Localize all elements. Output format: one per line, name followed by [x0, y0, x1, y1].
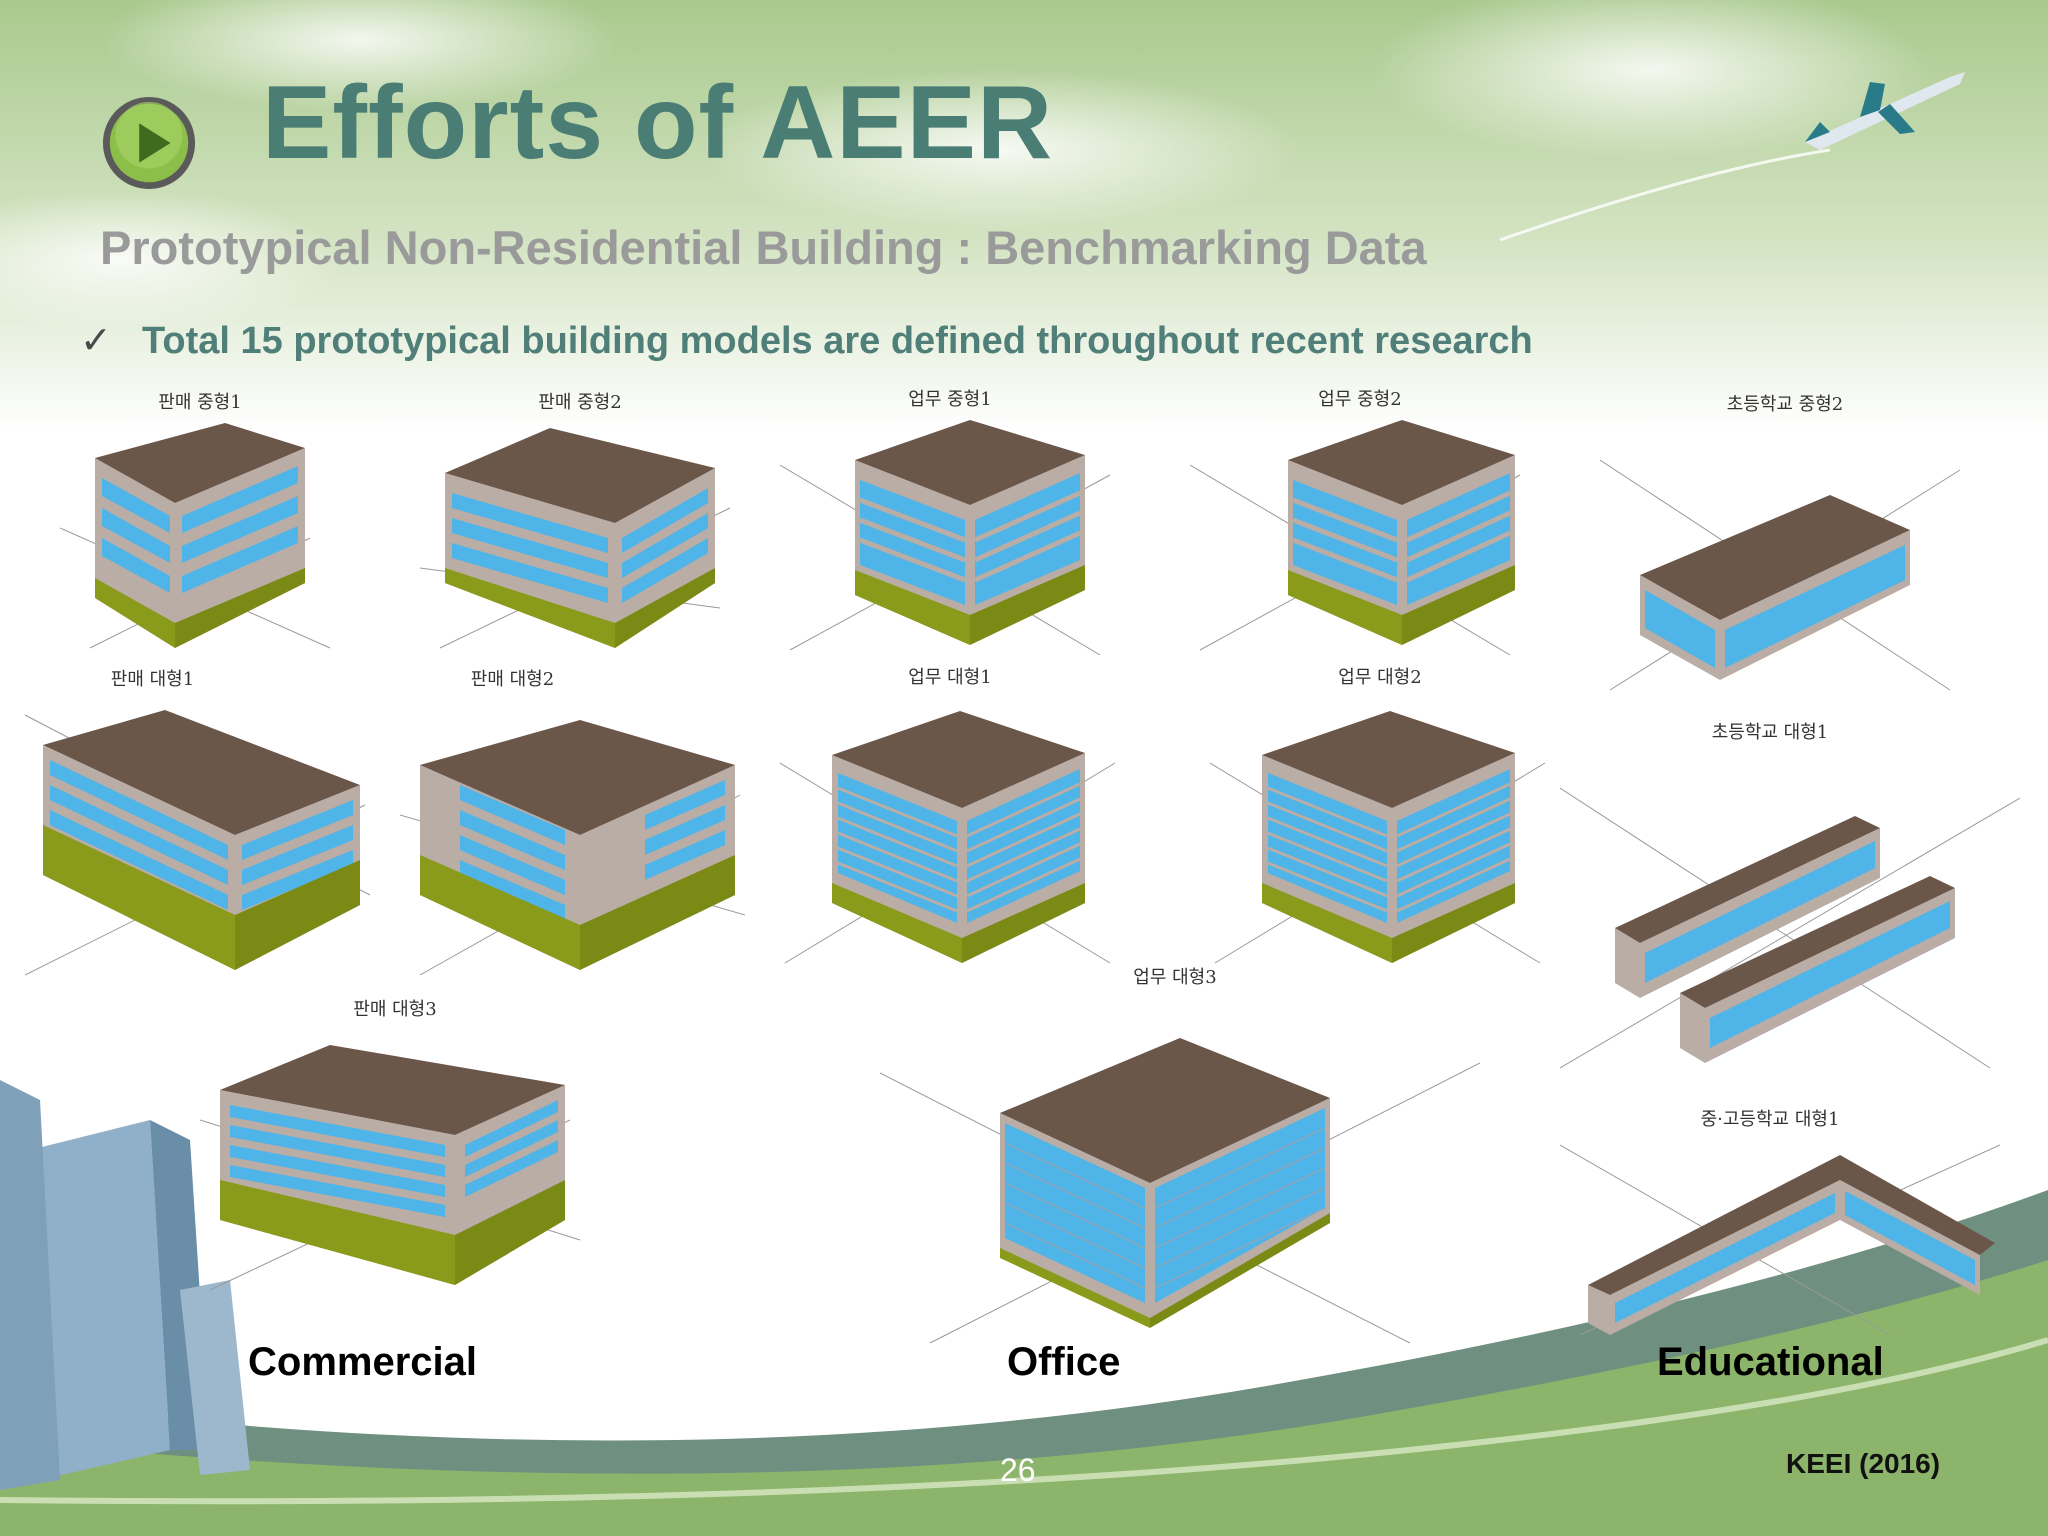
building-model: 중·고등학교 대형1 — [1560, 1105, 2000, 1345]
category-label-office: Office — [1007, 1340, 1121, 1384]
model-label: 판매 중형2 — [538, 392, 622, 413]
model-label: 업무 대형1 — [908, 667, 992, 688]
building-model: 판매 중형1 — [60, 388, 340, 658]
model-label: 업무 대형2 — [1338, 667, 1422, 688]
model-label: 판매 대형1 — [110, 669, 195, 690]
building-model: 초등학교 중형2 — [1600, 390, 1970, 700]
building-model: 업무 중형1 — [780, 385, 1120, 660]
building-model: 업무 중형2 — [1190, 385, 1530, 660]
checkmark-icon: ✓ — [80, 320, 112, 362]
source-citation: KEEI (2016) — [1786, 1448, 1941, 1479]
model-label: 업무 중형2 — [1318, 389, 1402, 410]
building-model: 판매 대형3 — [200, 995, 590, 1315]
building-model: 업무 대형2 — [1210, 663, 1550, 973]
play-bullet-icon — [102, 96, 196, 190]
model-label: 업무 중형1 — [908, 389, 992, 410]
model-label: 업무 대형3 — [1133, 967, 1217, 988]
building-model: 초등학교 대형1 — [1560, 718, 2020, 1078]
building-model: 판매 대형2 — [400, 665, 745, 985]
slide-title: Efforts of AEER — [262, 65, 1054, 181]
page-number: 26 — [1000, 1452, 1036, 1488]
model-label: 초등학교 대형1 — [1711, 722, 1829, 743]
building-model: 업무 대형3 — [880, 963, 1480, 1353]
bullet-point: ✓ Total 15 prototypical building models a… — [80, 318, 1533, 363]
model-label: 판매 대형2 — [470, 669, 555, 690]
building-model: 판매 중형2 — [420, 388, 740, 658]
airplane-icon — [1805, 72, 1965, 150]
building-model: 업무 대형1 — [780, 663, 1120, 973]
category-label-commercial: Commercial — [248, 1340, 477, 1384]
model-label: 판매 중형1 — [158, 392, 242, 413]
building-model: 판매 대형1 — [25, 665, 370, 985]
model-label: 판매 대형3 — [353, 999, 437, 1020]
slide-subtitle: Prototypical Non-Residential Building : … — [100, 221, 1427, 274]
bullet-text: Total 15 prototypical building models ar… — [142, 320, 1533, 362]
model-label: 초등학교 중형2 — [1726, 394, 1844, 415]
category-label-educational: Educational — [1657, 1340, 1884, 1384]
model-label: 중·고등학교 대형1 — [1700, 1109, 1840, 1130]
